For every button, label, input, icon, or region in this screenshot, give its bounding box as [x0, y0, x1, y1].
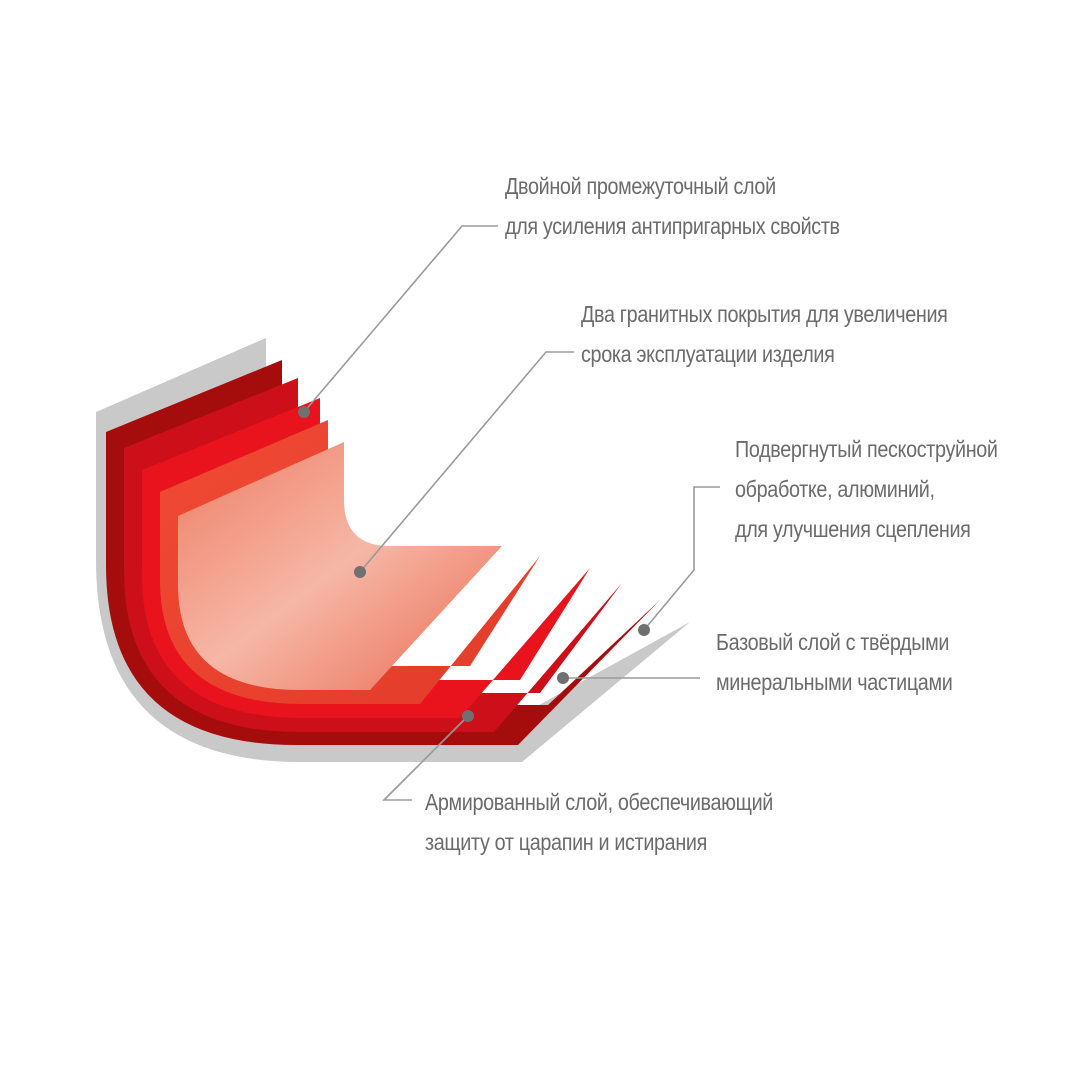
callout-reinforced-layer: Армированный слой, обеспечивающий защиту…: [425, 782, 773, 862]
leader-lines: [303, 225, 720, 801]
dot-5: [462, 710, 474, 722]
dot-2: [354, 566, 366, 578]
layer-dark-red: [106, 360, 660, 745]
callout-double-intermediate-layer: Двойной промежуточный слой для усиления …: [505, 166, 840, 246]
callout-line: для усиления антипригарных свойств: [505, 213, 840, 239]
callout-line: Подвергнутый пескоструйной: [735, 436, 998, 462]
callout-dots: [298, 406, 650, 722]
dot-1: [298, 406, 310, 418]
leader-line-5: [382, 715, 469, 801]
leader-line-1: [303, 225, 498, 413]
leader-line-3: [643, 486, 720, 631]
callout-line: минеральными частицами: [716, 669, 953, 695]
callout-line: срока эксплуатации изделия: [581, 341, 835, 367]
callout-line: Армированный слой, обеспечивающий: [425, 789, 773, 815]
dot-4: [557, 672, 569, 684]
callout-sandblasted-aluminium: Подвергнутый пескоструйной обработке, ал…: [735, 429, 998, 549]
layer-light-coral: [178, 442, 502, 690]
leader-line-2: [359, 351, 574, 573]
callout-two-granite-coatings: Два гранитных покрытия для увеличения ср…: [581, 294, 948, 374]
callout-line: Базовый слой с твёрдыми: [716, 629, 950, 655]
callout-line: Два гранитных покрытия для увеличения: [581, 301, 948, 327]
callout-line: Двойной промежуточный слой: [505, 173, 776, 199]
callout-line: для улучшения сцепления: [735, 516, 971, 542]
callout-base-layer-mineral: Базовый слой с твёрдыми минеральными час…: [716, 622, 953, 702]
dot-3: [638, 624, 650, 636]
layer-bright-red: [142, 398, 590, 718]
callout-line: обработке, алюминий,: [735, 476, 935, 502]
callout-line: защиту от царапин и истирания: [425, 829, 707, 855]
